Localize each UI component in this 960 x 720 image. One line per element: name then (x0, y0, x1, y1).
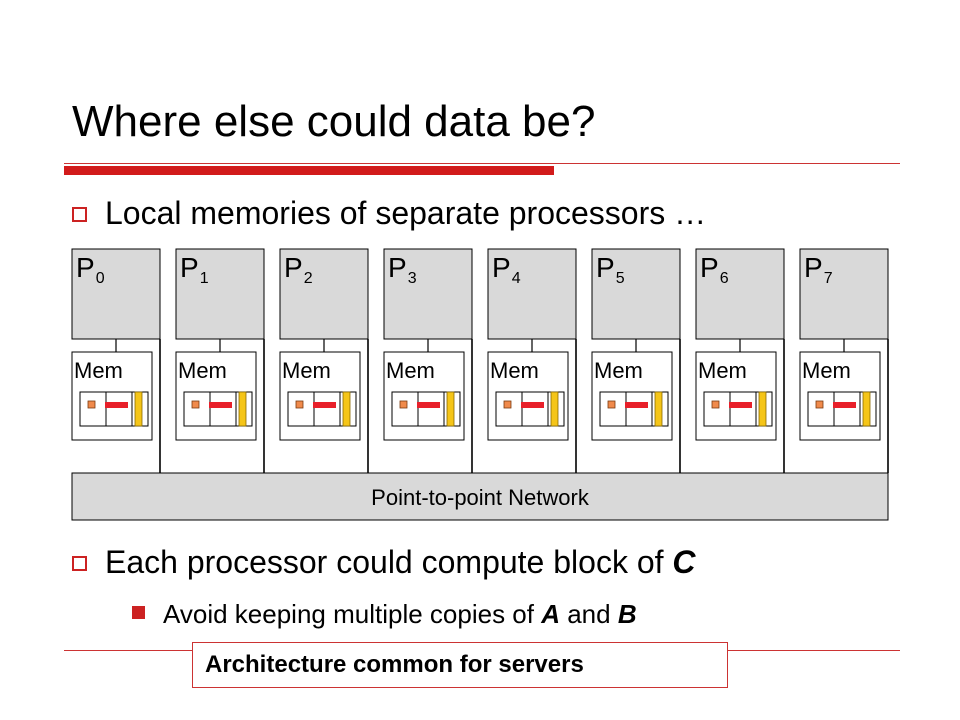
memory-label: Mem (802, 358, 851, 383)
slide-title: Where else could data be? (72, 97, 596, 146)
processor-box (383, 248, 473, 340)
data-row-marker (313, 402, 336, 408)
memory-label: Mem (698, 358, 747, 383)
data-column-marker (550, 391, 559, 427)
data-column-marker (862, 391, 871, 427)
processor-box (591, 248, 681, 340)
data-row-marker (625, 402, 648, 408)
processor-box (279, 248, 369, 340)
data-row-marker (209, 402, 232, 408)
bullet-text-part: Avoid keeping multiple copies of (163, 599, 542, 629)
processor-label: P5 (596, 252, 625, 287)
processor-box (175, 248, 265, 340)
data-column-marker (342, 391, 351, 427)
bullet-compute-block: Each processor could compute block of C (72, 543, 696, 581)
data-element-marker (711, 400, 720, 409)
data-column-marker (238, 391, 247, 427)
data-row-marker (105, 402, 128, 408)
network-block: Point-to-point Network (71, 472, 889, 521)
bullet-text-part: and (559, 599, 618, 629)
callout-box: Architecture common for servers (192, 642, 728, 688)
data-column-marker (446, 391, 455, 427)
memory-label: Mem (282, 358, 331, 383)
processor-subscript: 5 (616, 270, 625, 287)
data-row-marker (833, 402, 856, 408)
data-element-marker (815, 400, 824, 409)
data-element-marker (503, 400, 512, 409)
bullet-text-emph: B (617, 599, 637, 629)
data-column-marker (758, 391, 767, 427)
data-element-marker (191, 400, 200, 409)
data-element-marker (295, 400, 304, 409)
bullet-text-emph: A (541, 599, 560, 629)
processor-box (487, 248, 577, 340)
network-box (71, 472, 889, 521)
bullet-text: Local memories of separate processors … (105, 195, 707, 231)
data-element-marker (399, 400, 408, 409)
data-row-marker (729, 402, 752, 408)
data-row-marker (417, 402, 440, 408)
memory-label: Mem (178, 358, 227, 383)
hollow-square-bullet-icon (72, 556, 87, 571)
bullet-avoid-copies: Avoid keeping multiple copies of A and B (132, 599, 637, 629)
processor-subscript: 6 (720, 270, 729, 287)
network-label: Point-to-point Network (371, 485, 590, 510)
processor-subscript: 4 (512, 270, 521, 287)
memory-label: Mem (386, 358, 435, 383)
memory-label: Mem (594, 358, 643, 383)
data-row-marker (521, 402, 544, 408)
data-element-marker (607, 400, 616, 409)
processor-subscript: 2 (304, 270, 313, 287)
bullet-text-emph: C (672, 544, 696, 580)
processor-subscript: 7 (824, 270, 833, 287)
processor-box (695, 248, 785, 340)
processor-box (799, 248, 889, 340)
processor-box (71, 248, 161, 340)
title-rule-thick (64, 166, 554, 175)
data-element-marker (87, 400, 96, 409)
memory-label: Mem (490, 358, 539, 383)
processor-subscript: 1 (200, 270, 209, 287)
filled-square-bullet-icon (132, 606, 145, 619)
processor-subscript: 0 (96, 270, 105, 287)
data-column-marker (654, 391, 663, 427)
data-column-marker (134, 391, 143, 427)
title-rule-thin (64, 163, 900, 164)
memory-label: Mem (74, 358, 123, 383)
hollow-square-bullet-icon (72, 207, 87, 222)
bullet-text-part: Each processor could compute block of (105, 544, 673, 580)
processor-subscript: 3 (408, 270, 417, 287)
bullet-local-memories: Local memories of separate processors … (72, 194, 706, 232)
